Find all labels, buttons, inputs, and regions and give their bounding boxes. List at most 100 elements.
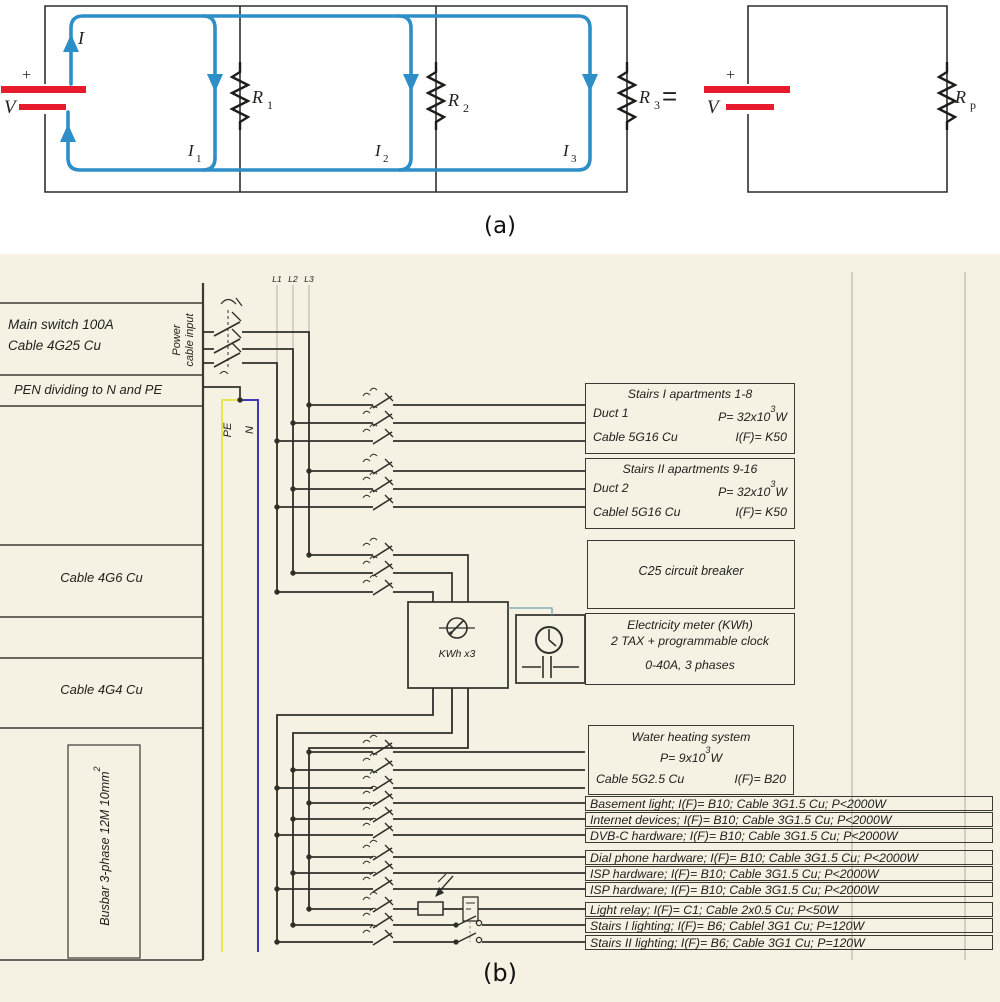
load-row-lightrelay: Light relay; I(F)= C1; Cable 2x0.5 Cu; P… (585, 902, 993, 917)
bus-l1 (242, 362, 278, 592)
load-row-dvbc: DVB-C hardware; I(F)= B10; Cable 3G1.5 C… (585, 828, 993, 843)
r1-sub: 1 (267, 98, 273, 112)
light-arrow-icon (435, 887, 444, 897)
cable-4g4-label: Cable 4G4 Cu (60, 682, 143, 697)
i2-label: I (374, 141, 382, 160)
kwh-meter-symbol (407, 601, 509, 689)
current-loop-lines (66, 14, 592, 172)
battery2-plate-short (726, 104, 774, 110)
load-row-dialphone: Dial phone hardware; I(F)= B10; Cable 3G… (585, 850, 993, 865)
load-row-internet: Internet devices; I(F)= B10; Cable 3G1.5… (585, 812, 993, 827)
phase-labels: L1 L2 L3 (272, 274, 314, 284)
busbar-box (67, 744, 141, 959)
load-row-stairs1-lighting: Stairs I lighting; I(F)= B6; Cablel 3G1 … (585, 918, 993, 933)
svg-text:Power: Power (171, 323, 183, 356)
junction-dots (237, 397, 312, 945)
resistors (229, 62, 958, 130)
cable-4g6-label: Cable 4G6 Cu (60, 570, 143, 585)
battery-plate-long (1, 86, 86, 93)
relay-coil (417, 901, 444, 916)
meter-clock-link (508, 607, 553, 615)
caption-a: (a) (483, 213, 517, 239)
load-row-isp1: ISP hardware; I(F)= B10; Cable 3G1.5 Cu;… (585, 866, 993, 881)
i2-sub: 2 (383, 153, 389, 165)
r2-label: R (447, 90, 459, 110)
circuit-box-2 (747, 5, 948, 193)
battery-symbols (1, 86, 790, 110)
pen-divide (203, 386, 259, 952)
r3-sub: 3 (654, 98, 660, 112)
main-switch-symbol (203, 297, 243, 375)
bus-l2-lower (292, 688, 453, 925)
kwh-meter-label: KWh x3 (439, 648, 476, 660)
pen-label: PEN dividing to N and PE (14, 382, 163, 397)
i-label: I (77, 28, 85, 48)
load-row-isp2: ISP hardware; I(F)= B10; Cable 3G1.5 Cu;… (585, 882, 993, 897)
circuit-a-labels: + V I R 1 R 2 R 3 I 1 I 2 I 3 = + V R p (4, 28, 976, 165)
wiring-diagram-panel: KWh x3 (0, 254, 1000, 1002)
water-heating-box: Water heating system P= 9x103W Cable 5G2… (588, 725, 794, 795)
r1-label: R (251, 87, 263, 107)
n-label: N (244, 426, 256, 434)
resistor-rp (936, 62, 958, 130)
light-relay-symbol (417, 873, 479, 942)
bus-l2 (242, 348, 294, 573)
i1-sub: 1 (196, 153, 202, 165)
pe-conductor (221, 399, 238, 952)
busbar-label: Busbar 3-phase 12M 10mm2 (91, 766, 113, 926)
bus-l3-lower (308, 688, 469, 909)
equals-sign: = (662, 81, 677, 111)
load-row-basement: Basement light; I(F)= B10; Cable 3G1.5 C… (585, 796, 993, 811)
r2-sub: 2 (463, 101, 469, 115)
branch-circuits (277, 404, 585, 943)
n-conductor (242, 399, 259, 952)
stairs1-power: P= 32x103W (718, 404, 787, 425)
c25-box: C25 circuit breaker (587, 540, 795, 609)
i1-label: I (187, 141, 195, 160)
l3-label: L3 (304, 274, 314, 284)
stairs2-title: Stairs II apartments 9-16 (622, 462, 758, 476)
i3-label: I (562, 141, 570, 160)
plus-label: + (22, 67, 31, 84)
caption-b: (b) (483, 959, 517, 987)
water-power: P= 9x103W (659, 745, 723, 766)
plus2-label: + (726, 67, 735, 84)
main-cable-label: Cable 4G25 Cu (8, 338, 102, 353)
rp-label: R (954, 87, 966, 107)
main-switch-label: Main switch 100A (8, 317, 114, 332)
bus-l1-lower (276, 688, 434, 942)
r3-label: R (638, 87, 650, 107)
c25-label: C25 circuit breaker (638, 564, 744, 578)
circuit-a-diagram: + V I R 1 R 2 R 3 I 1 I 2 I 3 = + V R p (1, 5, 976, 193)
wiring-svg: KWh x3 (0, 272, 966, 961)
left-column-grid (0, 283, 205, 961)
svg-text:cable input: cable input (184, 312, 196, 366)
l1-label: L1 (272, 274, 282, 284)
clock-face-icon (535, 626, 563, 654)
contactor-icon (522, 656, 579, 678)
resistor-r3 (616, 62, 638, 130)
bus-l3 (242, 331, 310, 555)
resistor-r1 (229, 62, 251, 130)
v2-label: V (707, 97, 721, 118)
resistor-r2 (425, 62, 447, 130)
clock-symbol (515, 614, 586, 684)
arrow-down-i2-icon (403, 74, 419, 92)
load-row-stairs2-lighting: Stairs II lighting; I(F)= B6; Cable 3G1 … (585, 935, 993, 950)
v-label: V (4, 97, 18, 118)
electricity-meter-box: Electricity meter (KWh) 2 TAX + programm… (585, 613, 795, 685)
battery2-plate-long (704, 86, 790, 93)
power-cable-input-label: Power cable input (171, 312, 196, 366)
lighting-contacts (453, 915, 483, 945)
stairs1-title: Stairs I apartments 1-8 (627, 387, 753, 401)
arrow-up-return-icon (60, 124, 76, 142)
arrow-down-i3-icon (582, 74, 598, 92)
phase-bus-lines (242, 331, 469, 942)
current-arrowheads (60, 34, 598, 142)
i3-sub: 3 (571, 153, 577, 165)
circuit-a-wires (44, 5, 948, 193)
sheet-border-lines (851, 272, 966, 960)
l2-label: L2 (288, 274, 298, 284)
